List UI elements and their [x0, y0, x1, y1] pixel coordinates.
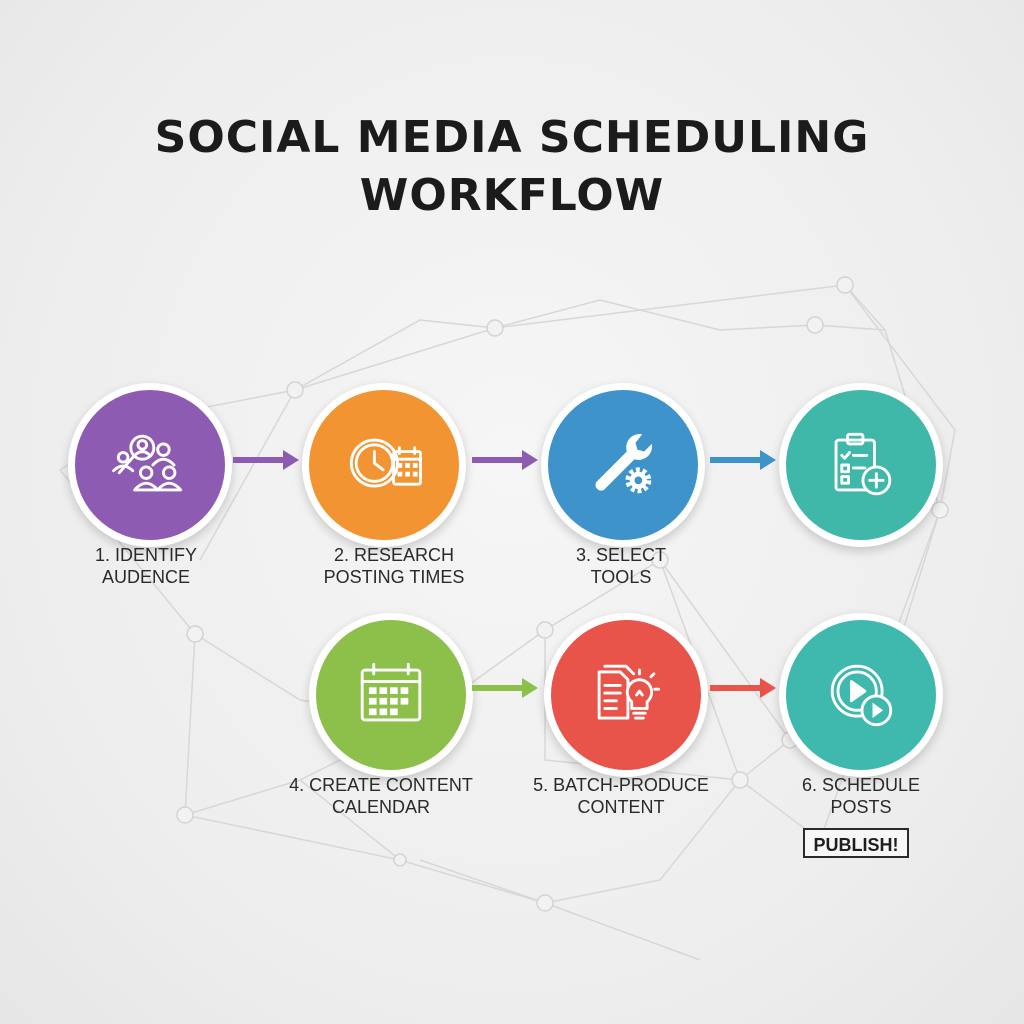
arrow-step1-to-step2-head — [283, 450, 299, 470]
step-6-label-line1: 6. SCHEDULE — [801, 775, 921, 795]
arrow-step2-to-step3 — [472, 450, 538, 470]
step-6-circle — [779, 613, 943, 777]
step-3-label-line2: TOOLS — [590, 567, 652, 587]
clock-play-icon — [830, 664, 893, 727]
step-5-label-line1: 5. BATCH-PRODUCE — [533, 775, 709, 795]
arrow-step3-to-clipboard-head — [760, 450, 776, 470]
arrow-step5-to-step6-head — [760, 678, 776, 698]
wrench-gear-icon — [595, 434, 653, 494]
step-1-circle — [68, 383, 232, 547]
arrow-step5-to-step6 — [710, 678, 776, 698]
step-1-label-line1: 1. IDENTIFY — [94, 545, 197, 565]
step-2-circle — [302, 383, 466, 547]
step-3-circle — [541, 383, 705, 547]
step-2-label: 2. RESEARCH POSTING TIMES — [284, 544, 504, 588]
step-6-label-line2: POSTS — [830, 797, 892, 817]
step-4-label-line1: 4. CREATE CONTENT — [289, 775, 473, 795]
step-6-label: 6. SCHEDULE POSTS — [751, 774, 971, 818]
step-4-circle — [309, 613, 473, 777]
arrow-step2-to-step3-head — [522, 450, 538, 470]
step-2-label-line1: 2. RESEARCH — [333, 545, 455, 565]
diagram-title-line1: SOCIAL MEDIA SCHEDULING — [154, 112, 870, 163]
clock-calendar-icon — [349, 438, 422, 488]
step-3-label: 3. SELECT TOOLS — [511, 544, 731, 588]
document-lightbulb-icon — [597, 664, 661, 720]
arrow-step3-to-clipboard — [710, 450, 776, 470]
arrow-step4-to-step5-head — [522, 678, 538, 698]
step-clipboard-circle — [779, 383, 943, 547]
step-4-label: 4. CREATE CONTENT CALENDAR — [271, 774, 491, 818]
step-4-label-line2: CALENDAR — [331, 797, 431, 817]
publish-badge: PUBLISH! — [803, 828, 909, 858]
step-5-label: 5. BATCH-PRODUCE CONTENT — [511, 774, 731, 818]
arrow-step1-to-step2 — [233, 450, 299, 470]
step-5-circle — [544, 613, 708, 777]
audience-magnifier-icon — [112, 434, 183, 492]
calendar-grid-icon — [360, 662, 422, 722]
step-1-label: 1. IDENTIFY AUDENCE — [36, 544, 256, 588]
clipboard-plus-icon — [834, 432, 892, 496]
step-3-label-line1: 3. SELECT — [575, 545, 667, 565]
diagram-title-line2: WORKFLOW — [359, 170, 665, 221]
step-5-label-line2: CONTENT — [577, 797, 665, 817]
arrow-step4-to-step5 — [472, 678, 538, 698]
step-2-label-line2: POSTING TIMES — [323, 567, 465, 587]
step-1-label-line2: AUDENCE — [101, 567, 190, 587]
